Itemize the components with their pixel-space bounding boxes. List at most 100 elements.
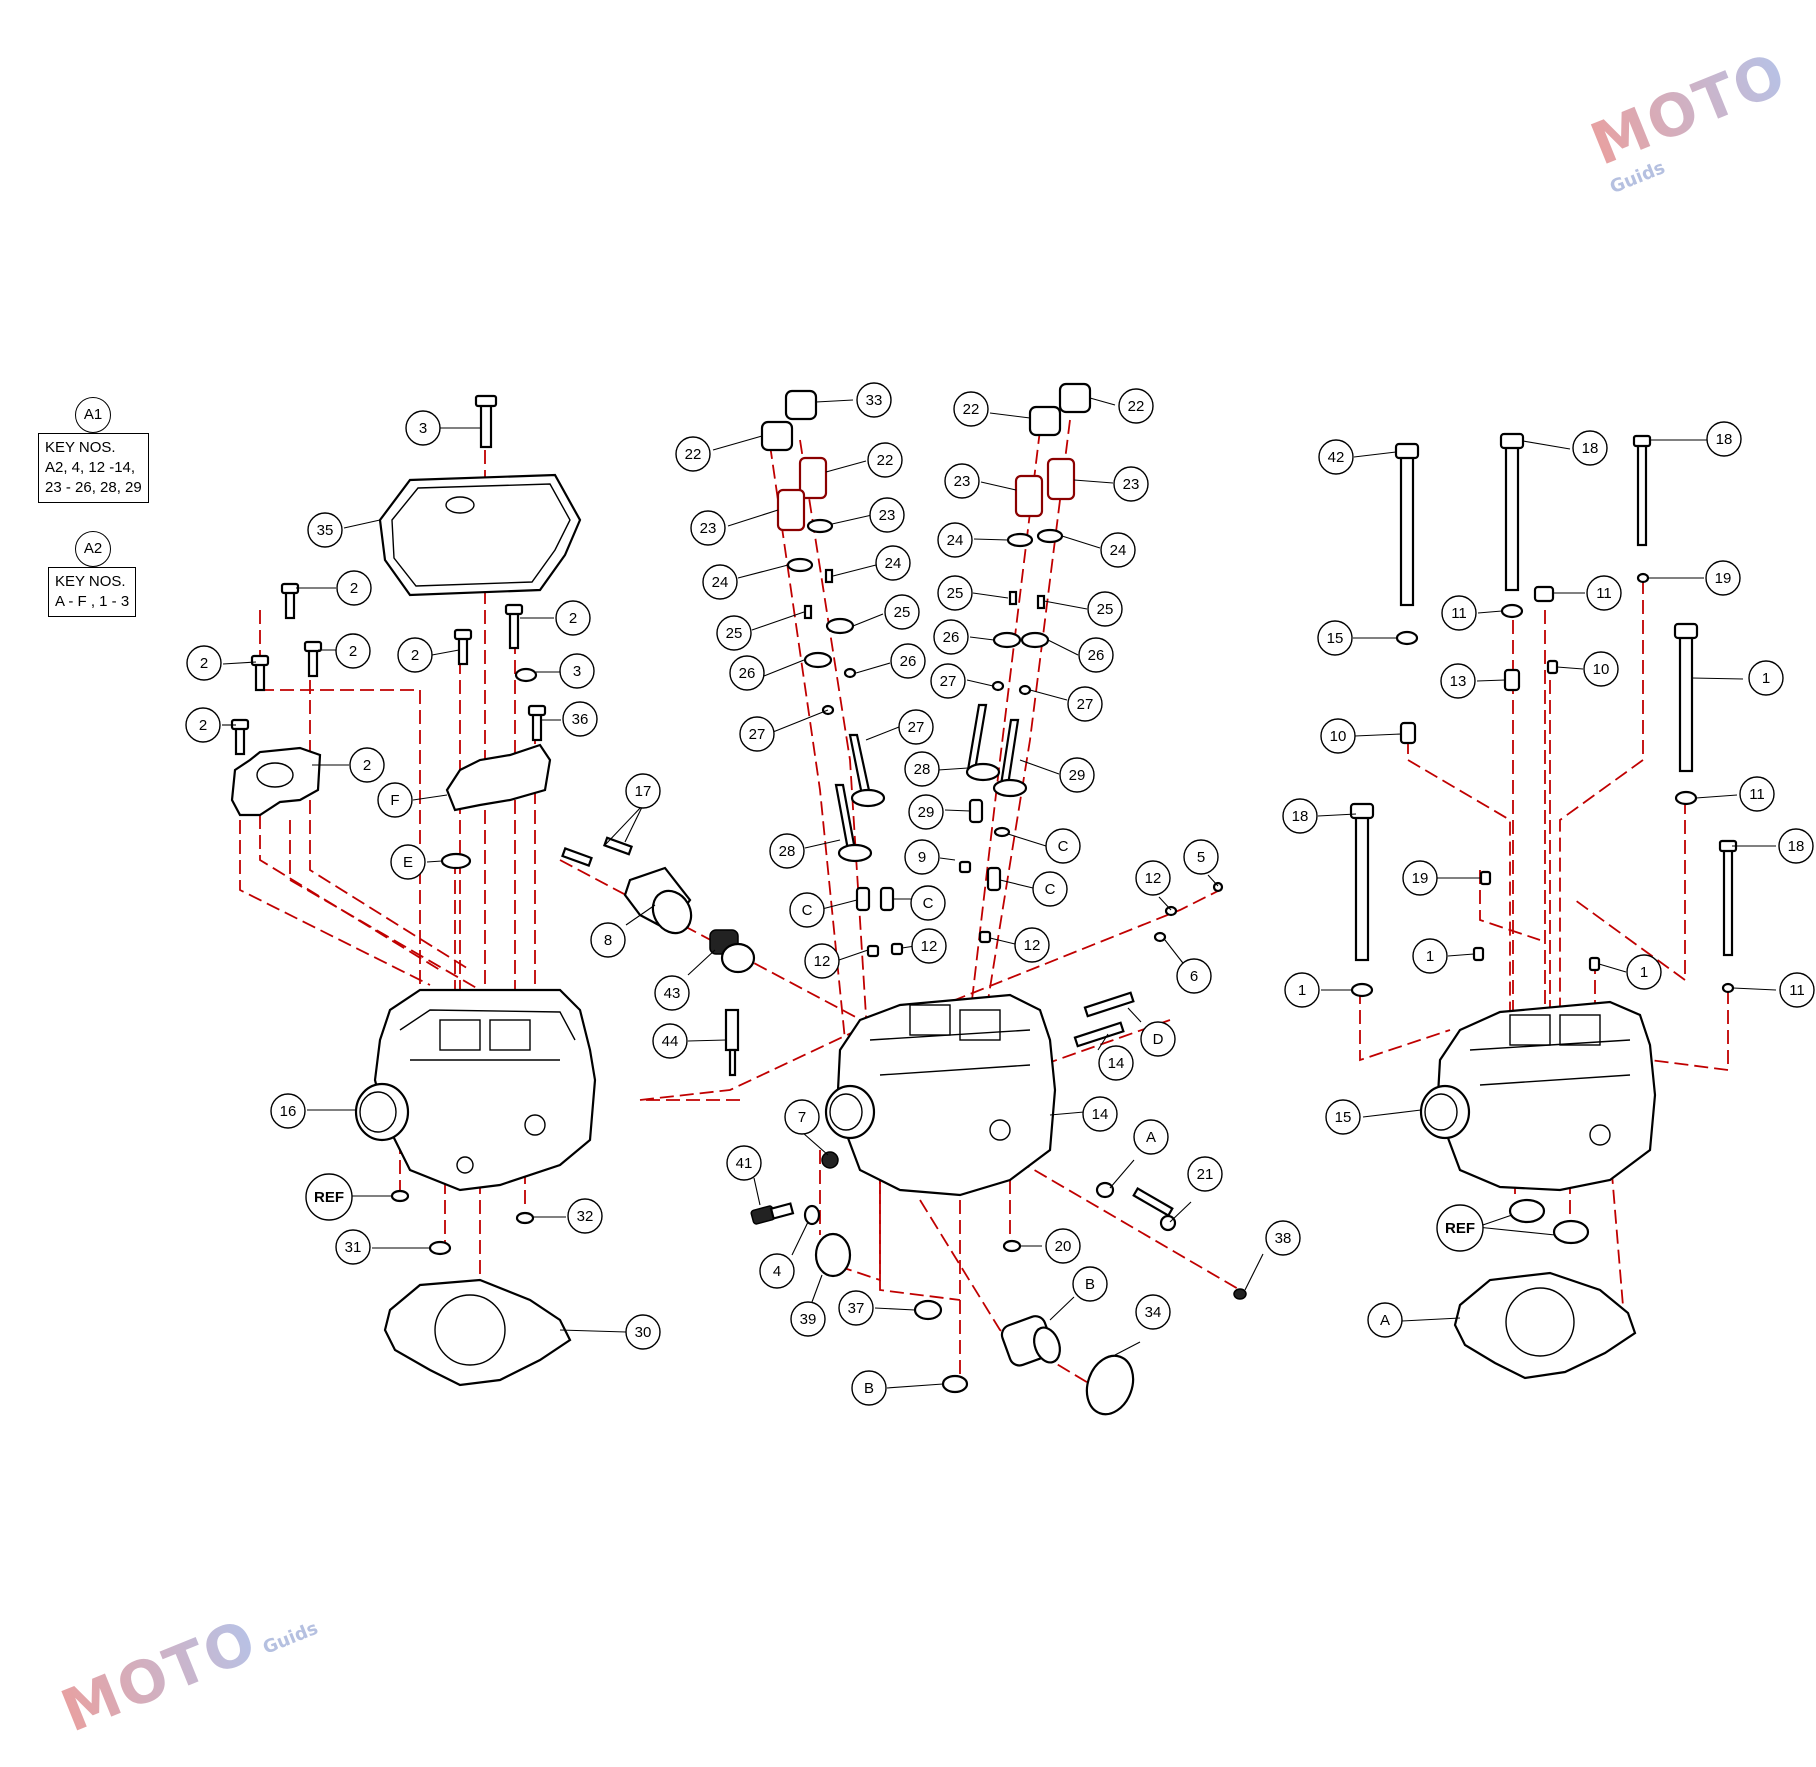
callout-circle: [1113, 466, 1149, 502]
callout-circle: [933, 619, 969, 655]
left-assembly: [230, 394, 597, 1387]
callout-circle: [869, 497, 905, 533]
callout-label: 18: [1716, 431, 1733, 448]
callout-label: 24: [1110, 542, 1127, 559]
callout-circle: [1402, 860, 1438, 896]
callout-label: 22: [877, 452, 894, 469]
callout-label: 13: [1450, 673, 1467, 690]
callout-label: 33: [866, 392, 883, 409]
callout-circle: [390, 844, 426, 880]
callout-label: 11: [1749, 786, 1765, 803]
callout-label: 10: [1593, 661, 1610, 678]
callout-circle: [1032, 871, 1068, 907]
callout-label: 1: [1426, 948, 1434, 965]
callout-circle: [555, 600, 591, 636]
callout-label: 2: [350, 580, 358, 597]
callout-circle: [1135, 1294, 1171, 1330]
callout-circle: [1282, 798, 1318, 834]
callout-circle: [654, 975, 690, 1011]
callout-circle: [851, 1370, 887, 1406]
callout-label: 12: [921, 938, 938, 955]
callout-label: 1: [1640, 964, 1648, 981]
callout-label: 25: [894, 604, 911, 621]
callout-label: C: [1058, 838, 1069, 855]
callout-circle: [397, 637, 433, 673]
callout-label: 36: [572, 711, 589, 728]
callout-circle: [1412, 938, 1448, 974]
callout-label: 11: [1789, 982, 1805, 999]
key-a1-line: 23 - 26, 28, 29: [45, 479, 142, 496]
callout-circle: [1059, 757, 1095, 793]
callout-label: 43: [664, 985, 681, 1002]
callout-circle: [702, 564, 738, 600]
callout-circle: [625, 1314, 661, 1350]
callout-label: REF: [314, 1189, 344, 1206]
callout-circle: [335, 633, 371, 669]
callout-circle: [944, 463, 980, 499]
callout-circle: [1705, 560, 1741, 596]
key-a2-box: KEY NOS. A - F , 1 - 3: [48, 567, 137, 617]
callout-label: 16: [280, 1103, 297, 1120]
callout-label: 10: [1330, 728, 1347, 745]
callout-label: 24: [947, 532, 964, 549]
callout-circle: [875, 545, 911, 581]
callout-circle: [1367, 1302, 1403, 1338]
callout-label: 6: [1190, 968, 1198, 985]
callout-circle: [1045, 1228, 1081, 1264]
callout-label: 29: [918, 804, 935, 821]
callout-circle: [377, 782, 413, 818]
key-a2-label: A2: [75, 531, 111, 567]
callout-circle: [1133, 1119, 1169, 1155]
callout-circle: [789, 892, 825, 928]
callout-label: 20: [1055, 1238, 1072, 1255]
callout-label: 25: [1097, 601, 1114, 618]
callout-label: 12: [1024, 937, 1041, 954]
callout-circle: [307, 512, 343, 548]
callout-circle: [349, 747, 385, 783]
callout-circle: [1706, 421, 1742, 457]
callout-label: 23: [879, 507, 896, 524]
callout-circle: [1441, 595, 1477, 631]
callout-circle: [930, 663, 966, 699]
callout-circle: [838, 1290, 874, 1326]
key-a2-line: KEY NOS.: [55, 573, 126, 590]
callout-label: 44: [662, 1033, 679, 1050]
callout-label: 26: [900, 653, 917, 670]
callout-label: 23: [700, 520, 717, 537]
callout-circle: [690, 510, 726, 546]
callout-circle: [1317, 620, 1353, 656]
callout-label: B: [1085, 1276, 1095, 1293]
callout-circle: [1436, 1204, 1484, 1252]
callout-label: 24: [885, 555, 902, 572]
callout-label: 3: [573, 663, 581, 680]
callout-label: 19: [1412, 870, 1429, 887]
callout-label: 23: [954, 473, 971, 490]
callout-label: 7: [798, 1109, 806, 1126]
callout-label: 18: [1788, 838, 1805, 855]
callout-label: 25: [726, 625, 743, 642]
callout-circle: [937, 522, 973, 558]
callout-circle: [1135, 860, 1171, 896]
callout-circle: [1187, 1156, 1223, 1192]
key-a1-label: A1: [75, 397, 111, 433]
callout-label: 18: [1582, 440, 1599, 457]
callout-circle: [1082, 1096, 1118, 1132]
callout-label: 26: [943, 629, 960, 646]
callout-label: 32: [577, 1208, 594, 1225]
callout-label: E: [403, 854, 413, 871]
callout-label: 22: [685, 446, 702, 463]
right-assembly: [1349, 432, 1738, 1380]
callout-circle: [804, 943, 840, 979]
callout-circle: [270, 1093, 306, 1129]
callout-label: 34: [1145, 1304, 1162, 1321]
callout-label: 18: [1292, 808, 1309, 825]
callout-label: C: [802, 902, 813, 919]
callout-circle: [1748, 660, 1784, 696]
callout-label: 11: [1596, 585, 1612, 602]
callout-circle: [739, 716, 775, 752]
callout-circle: [729, 655, 765, 691]
callout-label: 9: [918, 849, 926, 866]
callout-circle: [559, 653, 595, 689]
callout-circle: [904, 751, 940, 787]
